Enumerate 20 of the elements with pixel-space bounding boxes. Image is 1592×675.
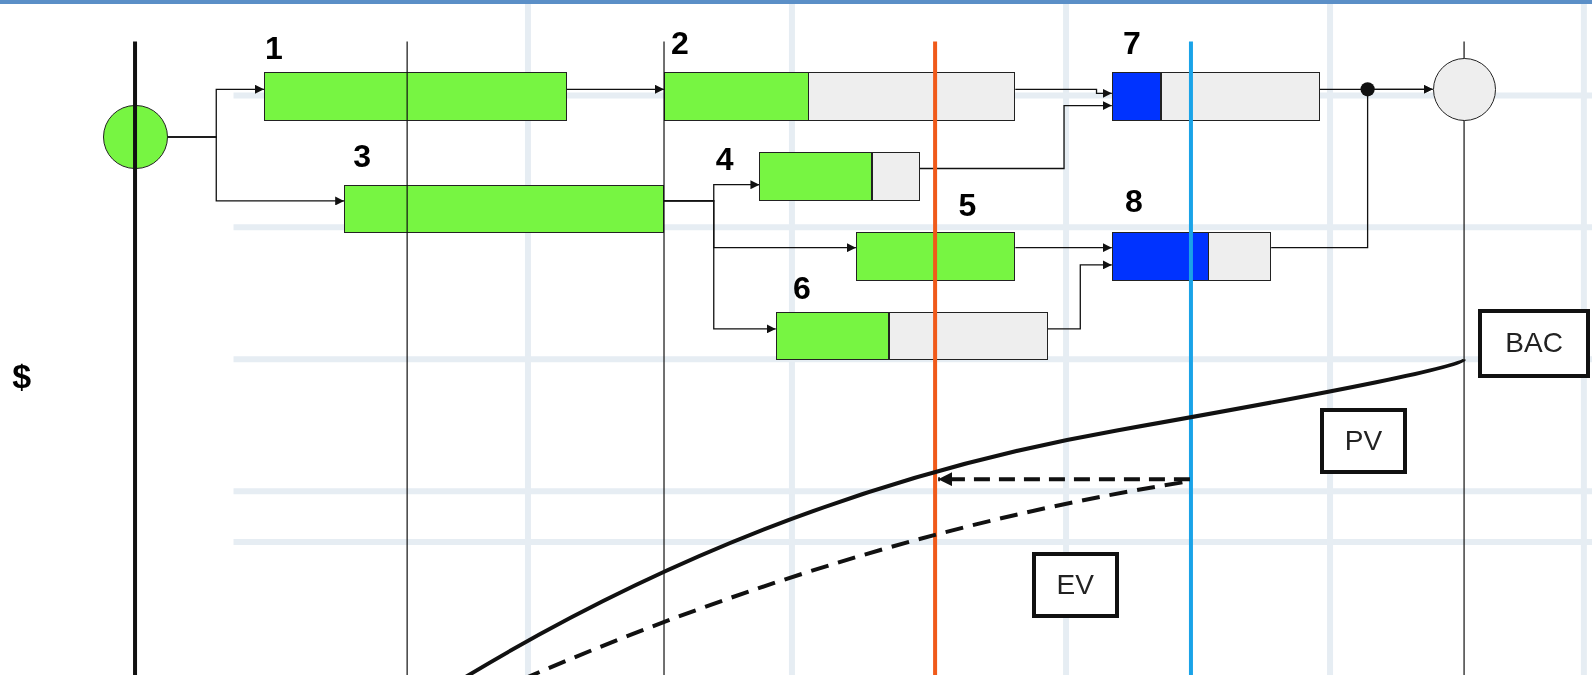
arrow bbox=[663, 200, 777, 334]
task-number: 4 bbox=[715, 143, 734, 176]
task-number: 3 bbox=[353, 140, 372, 173]
metric-label: EV bbox=[1031, 552, 1119, 619]
arrow bbox=[1047, 260, 1113, 330]
arrow bbox=[1014, 243, 1113, 253]
task-number: 6 bbox=[792, 272, 811, 304]
arrow bbox=[1014, 88, 1113, 98]
metric-label: PV bbox=[1319, 408, 1408, 475]
task-number: 7 bbox=[1122, 27, 1141, 60]
task-number: 2 bbox=[671, 27, 689, 60]
axis-label: $ bbox=[12, 357, 32, 397]
metric-label: BAC bbox=[1478, 308, 1590, 378]
arrow bbox=[166, 136, 345, 206]
arrow bbox=[1270, 84, 1434, 249]
task-number: 1 bbox=[264, 32, 283, 65]
task-number: 5 bbox=[958, 188, 977, 221]
arrow bbox=[919, 101, 1113, 170]
task-number: 8 bbox=[1124, 184, 1143, 217]
arrow bbox=[565, 84, 665, 94]
